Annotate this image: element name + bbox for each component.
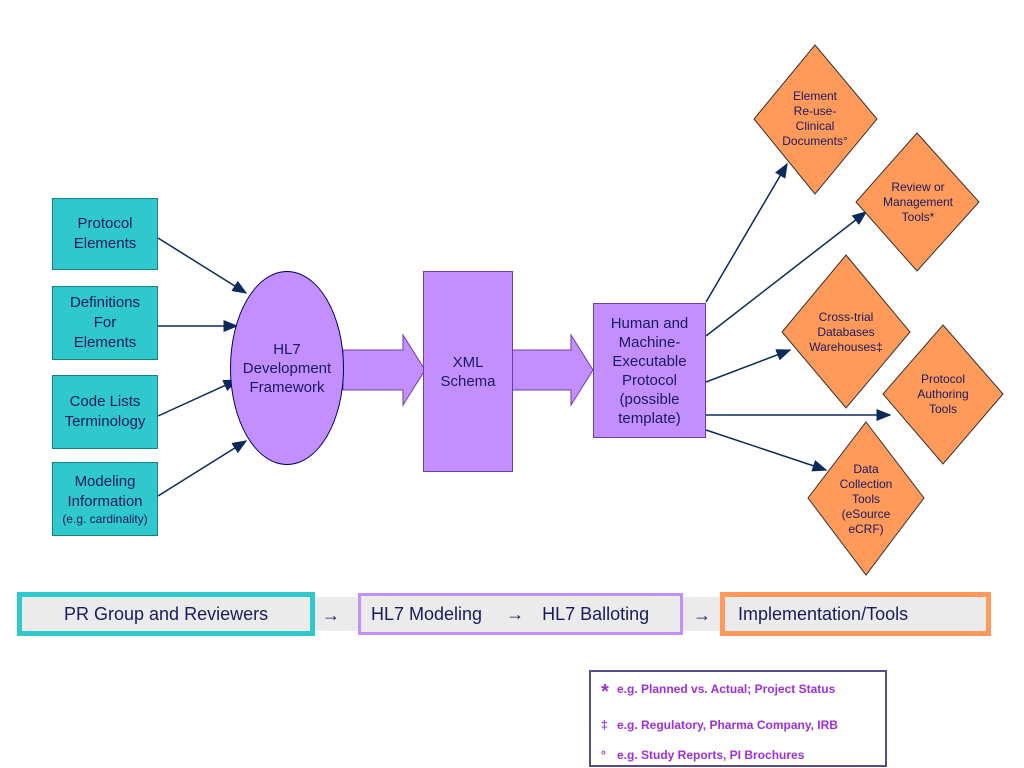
legend-text: e.g. Study Reports, PI Brochures [617, 748, 805, 762]
output-line: Authoring [917, 387, 969, 401]
arrow-code-lists [157, 379, 239, 417]
input-line: Modeling [74, 472, 136, 490]
protocol-line: (possible [619, 390, 680, 408]
legend-symbol: ‡ [601, 718, 608, 732]
legend-symbol: * [601, 681, 609, 703]
legend-text: e.g. Regulatory, Pharma Company, IRB [617, 718, 838, 732]
bar-gap-2 [683, 597, 721, 631]
legend-symbol: ° [601, 748, 606, 762]
output-line: Tools* [901, 210, 935, 224]
arrow-to-cross-trial [705, 349, 792, 383]
framework-line: Development [242, 359, 332, 377]
output-line: Tools [851, 491, 880, 506]
schema-line: XML [452, 353, 484, 371]
executable-protocol-box: Human and Machine- Executable Protocol (… [593, 303, 706, 438]
output-line: Clinical [795, 119, 835, 133]
block-arrow-framework-to-schema [342, 333, 426, 407]
input-line: Terminology [64, 413, 146, 430]
arrow-to-review-tools [705, 211, 868, 337]
output-line: Element [792, 89, 838, 103]
right-arrow-icon: → [506, 603, 525, 624]
output-line: Review or [891, 180, 945, 194]
output-line: Management [882, 195, 954, 209]
protocol-line: template) [618, 409, 681, 427]
input-note: (e.g. cardinality) [62, 511, 148, 526]
arrow-protocol-elements [157, 237, 248, 294]
legend-box: * e.g. Planned vs. Actual; Project Status… [589, 670, 887, 767]
output-line: Protocol [920, 372, 966, 386]
diamond-cross-trial [781, 254, 911, 409]
output-line: eCRF) [848, 521, 884, 536]
legend-item: ° e.g. Study Reports, PI Brochures [601, 748, 804, 762]
legend-item: * e.g. Planned vs. Actual; Project Status [601, 678, 836, 703]
arrow-modeling-info [157, 440, 248, 497]
input-line: Code Lists [69, 393, 141, 410]
legend-text: e.g. Planned vs. Actual; Project Status [617, 682, 836, 696]
output-line: Databases [817, 325, 875, 339]
input-line: Elements [73, 235, 137, 252]
diamond-data-collection [807, 421, 925, 576]
stage-pr-group-label: PR Group and Reviewers [64, 603, 269, 624]
protocol-line: Machine- [618, 333, 681, 351]
diamond-authoring-tools [882, 324, 1004, 465]
output-line: Cross-trial [818, 310, 874, 324]
output-line: (eSource [841, 506, 891, 521]
input-line: Definitions [69, 294, 141, 311]
right-arrow-icon: → [693, 605, 711, 625]
bar-gap-1 [315, 597, 358, 631]
block-arrow-schema-to-protocol [511, 333, 594, 407]
protocol-line: Protocol [621, 371, 678, 389]
framework-line: HL7 [273, 340, 301, 358]
arrow-to-element-reuse [705, 162, 788, 303]
output-line: Documents° [782, 134, 848, 148]
input-line: Elements [73, 334, 137, 351]
input-line: Protocol [77, 215, 133, 232]
stage-implementation-label: Implementation/Tools [738, 603, 909, 624]
protocol-line: Human and [610, 314, 689, 332]
output-line: Data [853, 461, 879, 476]
right-arrow-icon: → [322, 605, 340, 625]
stage-hl7-modeling-label: HL7 Modeling [371, 603, 483, 624]
legend-item: ‡ e.g. Regulatory, Pharma Company, IRB [601, 718, 838, 732]
diamond-review-tools [855, 132, 980, 272]
diamond-element-reuse [753, 44, 878, 195]
schema-line: Schema [440, 372, 496, 390]
protocol-line: Executable [612, 352, 687, 370]
stage-pr-group: PR Group and Reviewers [17, 592, 315, 636]
output-line: Collection [839, 476, 893, 491]
input-line: Information [67, 492, 143, 510]
output-line: Warehouses‡ [809, 340, 883, 354]
stage-hl7-balloting-label: HL7 Balloting [542, 603, 650, 624]
arrow-to-data-collection [705, 429, 828, 472]
output-line: Tools [928, 402, 957, 416]
input-line: For [93, 314, 117, 331]
framework-line: Framework [249, 378, 325, 396]
stage-implementation: Implementation/Tools [720, 592, 991, 636]
stage-hl7: HL7 Modeling → HL7 Balloting [358, 593, 683, 635]
output-line: Re-use- [793, 104, 837, 118]
